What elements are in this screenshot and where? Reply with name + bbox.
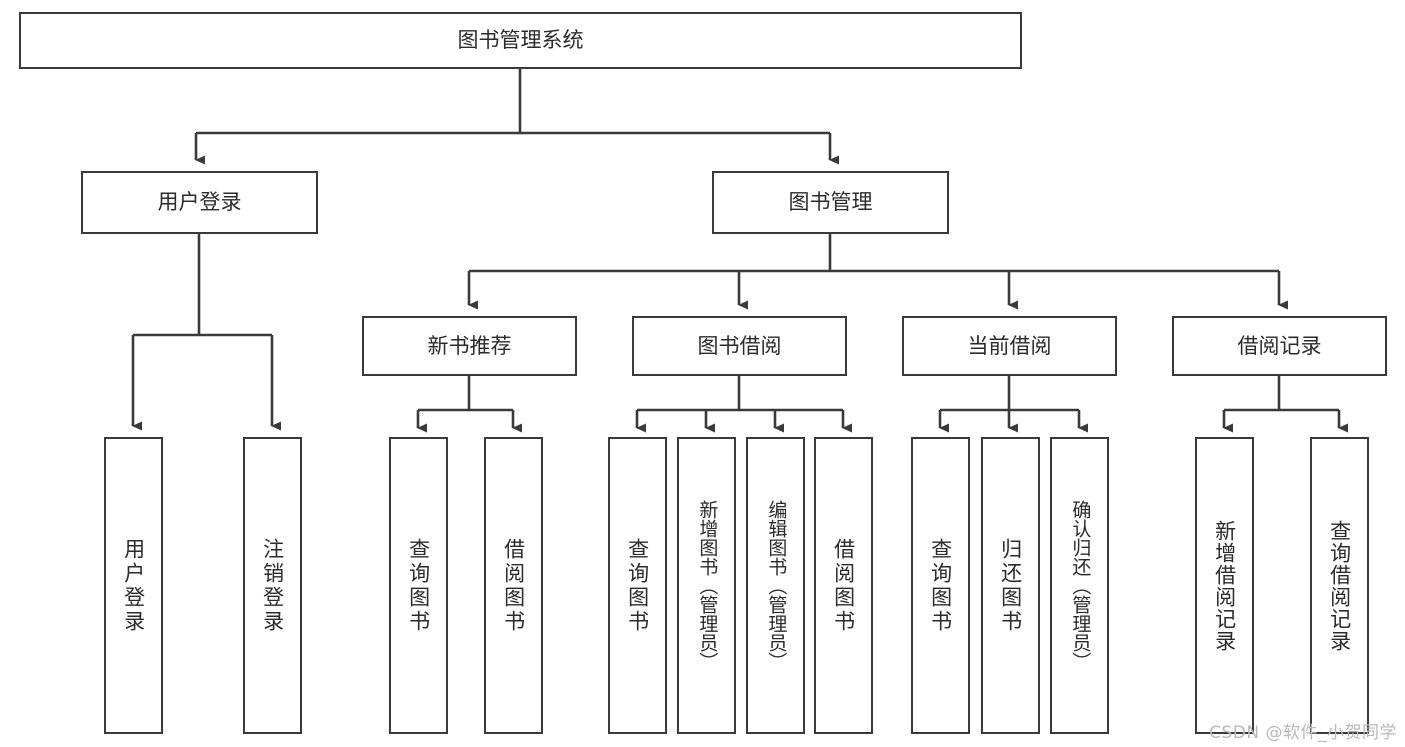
leaf-current-query-book-label: 查询图书 (928, 537, 953, 634)
leaf-borrow-query-book[interactable]: 查询图书 (608, 437, 667, 734)
leaf-borrow-borrow-book[interactable]: 借阅图书 (814, 437, 873, 734)
node-book-management[interactable]: 图书管理 (712, 171, 949, 234)
leaf-user-login-label: 用户登录 (121, 537, 146, 634)
leaf-newbook-query-book[interactable]: 查询图书 (389, 437, 448, 734)
leaf-newbook-borrow-book-label: 借阅图书 (501, 537, 526, 634)
node-new-book-recommend[interactable]: 新书推荐 (362, 316, 577, 376)
leaf-current-query-book[interactable]: 查询图书 (911, 437, 970, 734)
node-book-borrow-label: 图书借阅 (697, 333, 782, 358)
leaf-user-login[interactable]: 用户登录 (104, 437, 163, 734)
leaf-records-query-record[interactable]: 查询借阅记录 (1310, 437, 1369, 734)
leaf-newbook-query-book-label: 查询图书 (406, 537, 431, 634)
leaf-borrow-edit-book-label: 编辑图书（管理员） (765, 500, 788, 671)
leaf-borrow-edit-book[interactable]: 编辑图书（管理员） (746, 437, 805, 734)
leaf-borrow-borrow-book-label: 借阅图书 (831, 537, 856, 634)
leaf-newbook-borrow-book[interactable]: 借阅图书 (484, 437, 543, 734)
leaf-logout[interactable]: 注销登录 (243, 437, 302, 734)
leaf-borrow-add-book-label: 新增图书（管理员） (696, 500, 719, 671)
node-root-label: 图书管理系统 (457, 28, 584, 53)
node-borrow-records-label: 借阅记录 (1237, 333, 1322, 358)
leaf-borrow-add-book[interactable]: 新增图书（管理员） (677, 437, 736, 734)
leaf-current-return-book[interactable]: 归还图书 (981, 437, 1040, 734)
node-book-borrow[interactable]: 图书借阅 (632, 316, 847, 376)
node-new-book-recommend-label: 新书推荐 (427, 333, 512, 358)
node-user-login[interactable]: 用户登录 (81, 171, 318, 234)
leaf-current-return-book-label: 归还图书 (998, 537, 1023, 634)
node-user-login-label: 用户登录 (157, 190, 242, 215)
node-current-borrow-label: 当前借阅 (967, 333, 1052, 358)
leaf-records-query-record-label: 查询借阅记录 (1327, 519, 1352, 652)
node-root[interactable]: 图书管理系统 (19, 12, 1022, 69)
leaf-logout-label: 注销登录 (260, 537, 285, 634)
leaf-borrow-query-book-label: 查询图书 (625, 537, 650, 634)
leaf-current-confirm-return-label: 确认归还（管理员） (1069, 500, 1092, 671)
leaf-current-confirm-return[interactable]: 确认归还（管理员） (1050, 437, 1109, 734)
leaf-records-add-record[interactable]: 新增借阅记录 (1195, 437, 1254, 734)
leaf-records-add-record-label: 新增借阅记录 (1212, 519, 1237, 652)
node-borrow-records[interactable]: 借阅记录 (1172, 316, 1387, 376)
node-current-borrow[interactable]: 当前借阅 (902, 316, 1117, 376)
node-book-management-label: 图书管理 (788, 190, 873, 215)
watermark: CSDN @软件_小贺同学 (1209, 723, 1397, 743)
